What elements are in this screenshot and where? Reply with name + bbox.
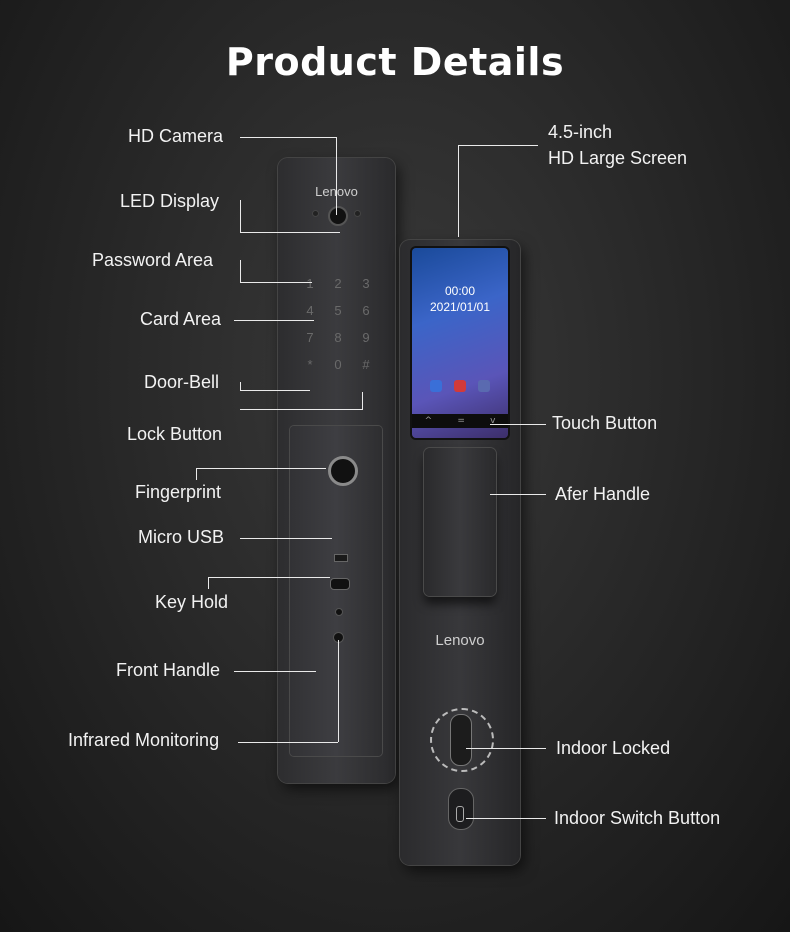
leader-line xyxy=(208,577,330,578)
key-6[interactable]: 6 xyxy=(362,303,370,318)
leader-line xyxy=(466,748,546,749)
leader-line xyxy=(338,640,339,742)
leader-line xyxy=(240,409,362,410)
settings-app-icon[interactable] xyxy=(478,380,490,392)
leader-line xyxy=(234,320,314,321)
leader-line xyxy=(240,260,241,282)
touch-button-row[interactable]: ^ = v xyxy=(412,414,508,428)
record-app-icon[interactable] xyxy=(454,380,466,392)
leader-line xyxy=(234,671,316,672)
leader-line xyxy=(240,382,241,390)
label-fingerprint: Fingerprint xyxy=(135,482,222,502)
key-5[interactable]: 5 xyxy=(334,303,342,318)
chevron-down-icon[interactable]: v xyxy=(490,416,496,426)
leader-line xyxy=(458,145,538,146)
screen-date: 2021/01/01 xyxy=(429,300,491,314)
label-led-display: LED Display xyxy=(120,191,220,211)
key-hash[interactable]: # xyxy=(362,357,370,372)
leader-line xyxy=(196,468,326,469)
hd-large-screen[interactable]: 00:00 2021/01/01 xyxy=(412,248,508,438)
camera-app-icon[interactable] xyxy=(430,380,442,392)
label-screen-size: 4.5-inch xyxy=(548,122,613,142)
key-1[interactable]: 1 xyxy=(306,276,314,291)
afer-handle[interactable] xyxy=(424,448,496,596)
sensor-dot xyxy=(312,210,319,217)
key-8[interactable]: 8 xyxy=(334,330,342,345)
leader-line xyxy=(240,137,336,138)
menu-icon[interactable]: = xyxy=(457,416,465,426)
outer-lock-panel: Lenovo 1 2 3 4 5 6 7 8 9 * 0 # xyxy=(278,158,395,783)
fingerprint-sensor-icon[interactable] xyxy=(328,456,358,486)
front-handle[interactable] xyxy=(290,426,382,756)
label-hd-camera: HD Camera xyxy=(128,126,224,146)
label-indoor-switch-button: Indoor Switch Button xyxy=(554,808,721,828)
key-9[interactable]: 9 xyxy=(362,330,370,345)
keypad: 1 2 3 4 5 6 7 8 9 * 0 # xyxy=(296,276,380,372)
leader-line xyxy=(240,538,332,539)
chevron-up-icon[interactable]: ^ xyxy=(424,416,433,426)
label-afer-handle: Afer Handle xyxy=(555,484,651,504)
leader-line xyxy=(208,577,209,589)
key-star[interactable]: * xyxy=(307,357,313,372)
screen-time: 00:00 xyxy=(444,284,476,298)
label-front-handle: Front Handle xyxy=(116,660,221,680)
inner-brand-logo: Lenovo xyxy=(435,632,485,649)
leader-line xyxy=(196,468,197,480)
micro-usb-port xyxy=(334,554,348,562)
key-4[interactable]: 4 xyxy=(306,303,314,318)
leader-line xyxy=(458,145,459,237)
leader-line xyxy=(490,424,546,425)
indoor-lock-knob[interactable] xyxy=(450,714,472,766)
label-infrared-monitoring: Infrared Monitoring xyxy=(68,730,220,750)
page-title: Product Details xyxy=(225,40,565,84)
leader-line xyxy=(490,494,546,495)
key-hole-icon xyxy=(330,578,350,590)
key-3[interactable]: 3 xyxy=(362,276,370,291)
indoor-switch-button[interactable] xyxy=(448,788,474,830)
infrared-sensor-icon xyxy=(335,608,343,616)
label-micro-usb: Micro USB xyxy=(138,527,225,547)
leader-line xyxy=(336,137,337,215)
key-2[interactable]: 2 xyxy=(334,276,342,291)
inner-lock-panel: 00:00 2021/01/01 ^ = v Lenovo xyxy=(400,240,520,865)
sensor-dot xyxy=(354,210,361,217)
leader-line xyxy=(240,232,340,233)
indoor-lock-dial xyxy=(430,708,494,772)
leader-line xyxy=(466,818,546,819)
label-key-hold: Key Hold xyxy=(155,592,229,612)
label-touch-button: Touch Button xyxy=(552,413,658,433)
key-7[interactable]: 7 xyxy=(306,330,314,345)
leader-line xyxy=(238,742,338,743)
switch-indicator-icon xyxy=(456,806,464,822)
key-0[interactable]: 0 xyxy=(334,357,342,372)
leader-line xyxy=(362,392,363,410)
label-password-area: Password Area xyxy=(92,250,214,270)
label-door-bell: Door-Bell xyxy=(144,372,220,392)
leader-line xyxy=(240,282,312,283)
label-indoor-locked: Indoor Locked xyxy=(556,738,671,758)
label-lock-button: Lock Button xyxy=(127,424,223,444)
label-card-area: Card Area xyxy=(140,309,222,329)
camera-icon xyxy=(328,206,348,226)
label-hd-large-screen: HD Large Screen xyxy=(548,148,688,168)
leader-line xyxy=(240,390,310,391)
leader-line xyxy=(240,200,241,232)
